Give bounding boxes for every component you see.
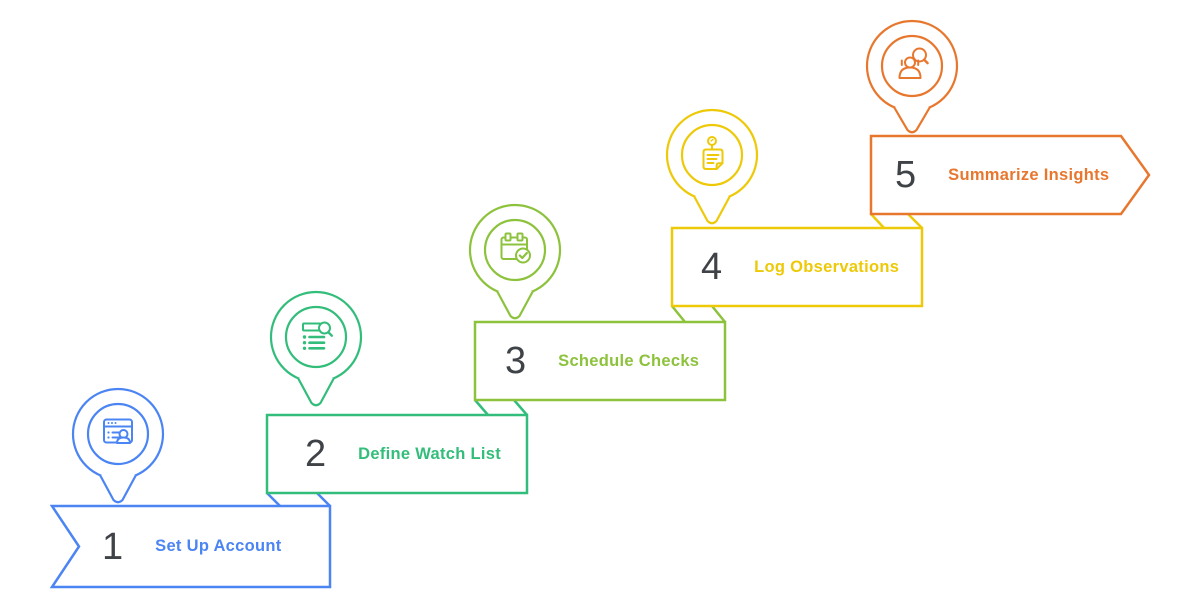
step-item-5: 5 Summarize Insights <box>871 136 1121 214</box>
ribbon-fold-2-3 <box>474 399 528 416</box>
step-item-1: 1 Set Up Account <box>52 506 330 587</box>
bubble-tail <box>297 377 335 407</box>
list-search-icon <box>302 321 333 350</box>
banner-ribbon-4 <box>670 226 924 308</box>
banner-ribbon-2 <box>265 413 529 495</box>
speech-bubble-4 <box>665 108 759 225</box>
speech-bubble-5 <box>865 19 959 134</box>
speech-bubble-2 <box>269 290 363 407</box>
person-search-icon <box>898 47 929 79</box>
ribbon-fold-4-5 <box>870 213 923 229</box>
step-item-4: 4 Log Observations <box>672 228 922 306</box>
banner-ribbon-1 <box>49 504 332 589</box>
step-1-graphics <box>49 387 332 589</box>
step-number: 4 <box>701 246 723 288</box>
step-label: Log Observations <box>754 257 900 276</box>
bubble-tail <box>693 195 731 225</box>
step-number: 1 <box>102 525 124 568</box>
bubble-tail <box>99 474 137 504</box>
bubble-inner-ring <box>880 34 944 98</box>
step-item-2: 2 Define Watch List <box>267 415 527 493</box>
bubble-tail <box>496 290 534 320</box>
step-number: 5 <box>895 154 917 196</box>
step-number: 3 <box>505 340 527 382</box>
bubble-inner-ring <box>680 123 744 187</box>
ribbon-fold-3-4 <box>671 305 726 323</box>
bubble-inner-ring <box>284 305 348 369</box>
bubble-inner-ring <box>483 218 547 282</box>
browser-user-icon <box>103 418 133 444</box>
calendar-check-icon <box>500 232 531 264</box>
step-label: Set Up Account <box>155 537 282 556</box>
speech-bubble-1 <box>71 387 165 504</box>
step-label: Define Watch List <box>358 444 502 463</box>
ribbon-fold-1-2 <box>266 492 331 507</box>
step-item-3: 3 Schedule Checks <box>475 322 725 400</box>
bubble-tail <box>893 106 931 134</box>
note-pin-icon <box>702 136 724 170</box>
step-5-graphics <box>865 19 1151 216</box>
step-3-graphics <box>468 203 727 402</box>
bubble-inner-ring <box>86 402 150 466</box>
step-2-graphics <box>265 290 529 495</box>
step-number: 2 <box>305 433 327 475</box>
step-4-graphics <box>665 108 924 308</box>
banner-ribbon-5 <box>869 134 1151 216</box>
speech-bubble-3 <box>468 203 562 320</box>
banner-ribbon-3 <box>473 320 727 402</box>
step-label: Summarize Insights <box>948 165 1110 184</box>
step-label: Schedule Checks <box>558 351 700 370</box>
